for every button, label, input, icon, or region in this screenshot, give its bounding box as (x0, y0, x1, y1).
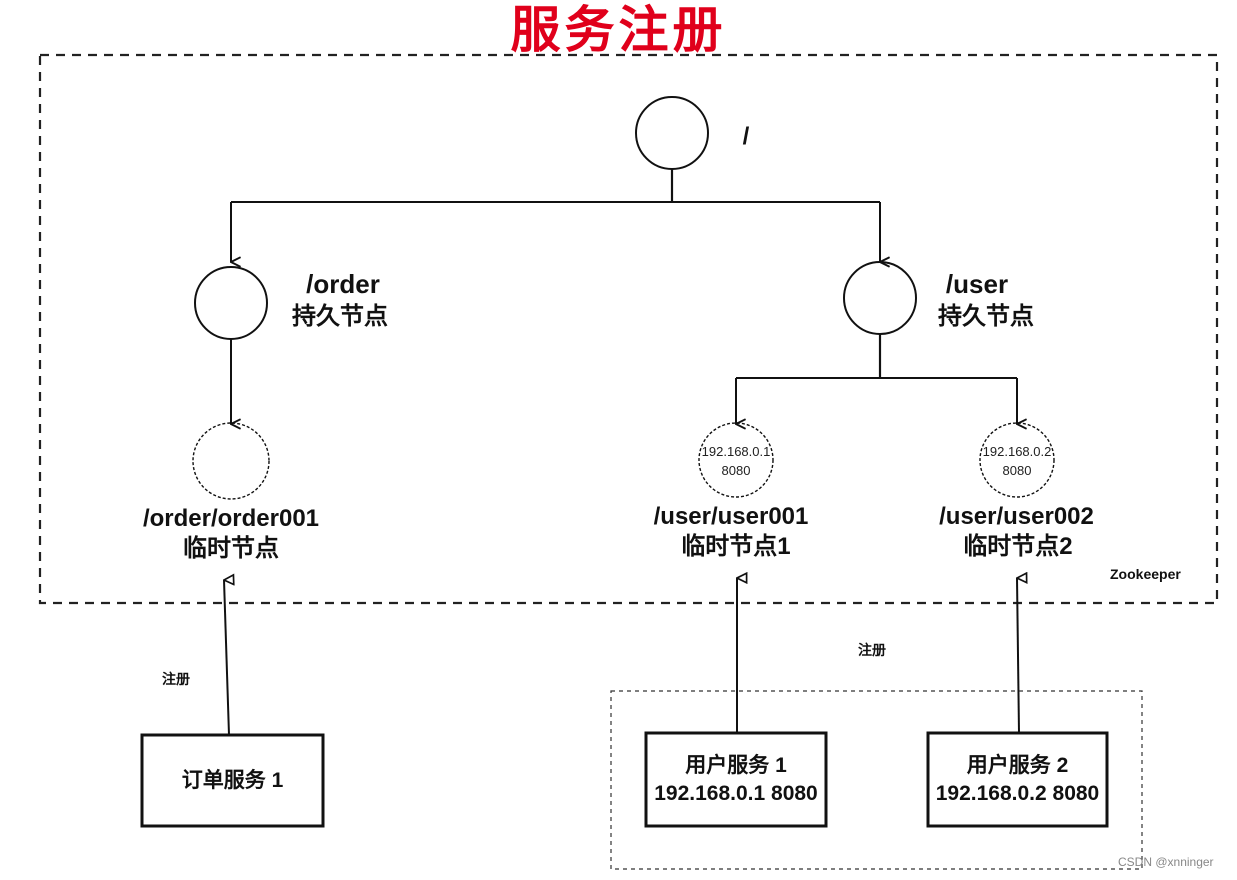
user002-path-label: /user/user002 (939, 503, 1094, 530)
user001-node (698, 422, 774, 498)
order-service-name: 订单服务 1 (181, 768, 284, 792)
user002-node (979, 422, 1055, 498)
order-path-label: /order (306, 269, 380, 299)
user-node (843, 261, 917, 335)
root-node (635, 96, 709, 170)
user001-type-label: 临时节点1 (681, 533, 791, 560)
user1-service-box: 用户服务 1 192.168.0.1 8080 (646, 733, 826, 826)
order-service-register-arrow (224, 580, 229, 736)
root-label: / (742, 123, 750, 150)
user2-service-name: 用户服务 2 (966, 753, 1069, 777)
user2-service-box: 用户服务 2 192.168.0.2 8080 (928, 733, 1107, 826)
order001-node (192, 422, 270, 500)
register-label-left: 注册 (162, 671, 190, 687)
user-type-label: 持久节点 (938, 303, 1034, 330)
user2-service-box-shape (926, 731, 1109, 828)
user001-ip: 192.168.0.1 (701, 444, 771, 459)
user001-port: 8080 (721, 463, 751, 478)
user-services-group (610, 690, 1143, 870)
user2-service-register-arrow (1017, 578, 1019, 734)
user001-path-label: /user/user001 (653, 503, 809, 530)
order-service-box: 订单服务 1 (142, 735, 323, 826)
register-label-right: 注册 (858, 642, 886, 658)
watermark: CSDN @xnninger (1118, 855, 1214, 869)
order-service-box-shape (140, 733, 325, 828)
user2-service-address: 192.168.0.2 8080 (935, 781, 1100, 805)
zookeeper-container (38, 53, 1219, 605)
order001-path-label: /order/order001 (142, 505, 320, 532)
order001-type-label: 临时节点 (183, 535, 279, 562)
user1-service-box-shape (644, 731, 828, 828)
user1-service-address: 192.168.0.1 8080 (654, 781, 818, 805)
user1-service-name: 用户服务 1 (685, 753, 787, 777)
user002-ip: 192.168.0.2 (982, 444, 1052, 459)
user002-type-label: 临时节点2 (963, 533, 1073, 560)
diagram-title: 服务注册 (510, 0, 727, 59)
user002-port: 8080 (1002, 463, 1032, 478)
order-type-label: 持久节点 (292, 303, 388, 330)
zookeeper-label: Zookeeper (1110, 566, 1181, 582)
order-node (194, 266, 268, 340)
user-path-label: /user (945, 269, 1009, 299)
